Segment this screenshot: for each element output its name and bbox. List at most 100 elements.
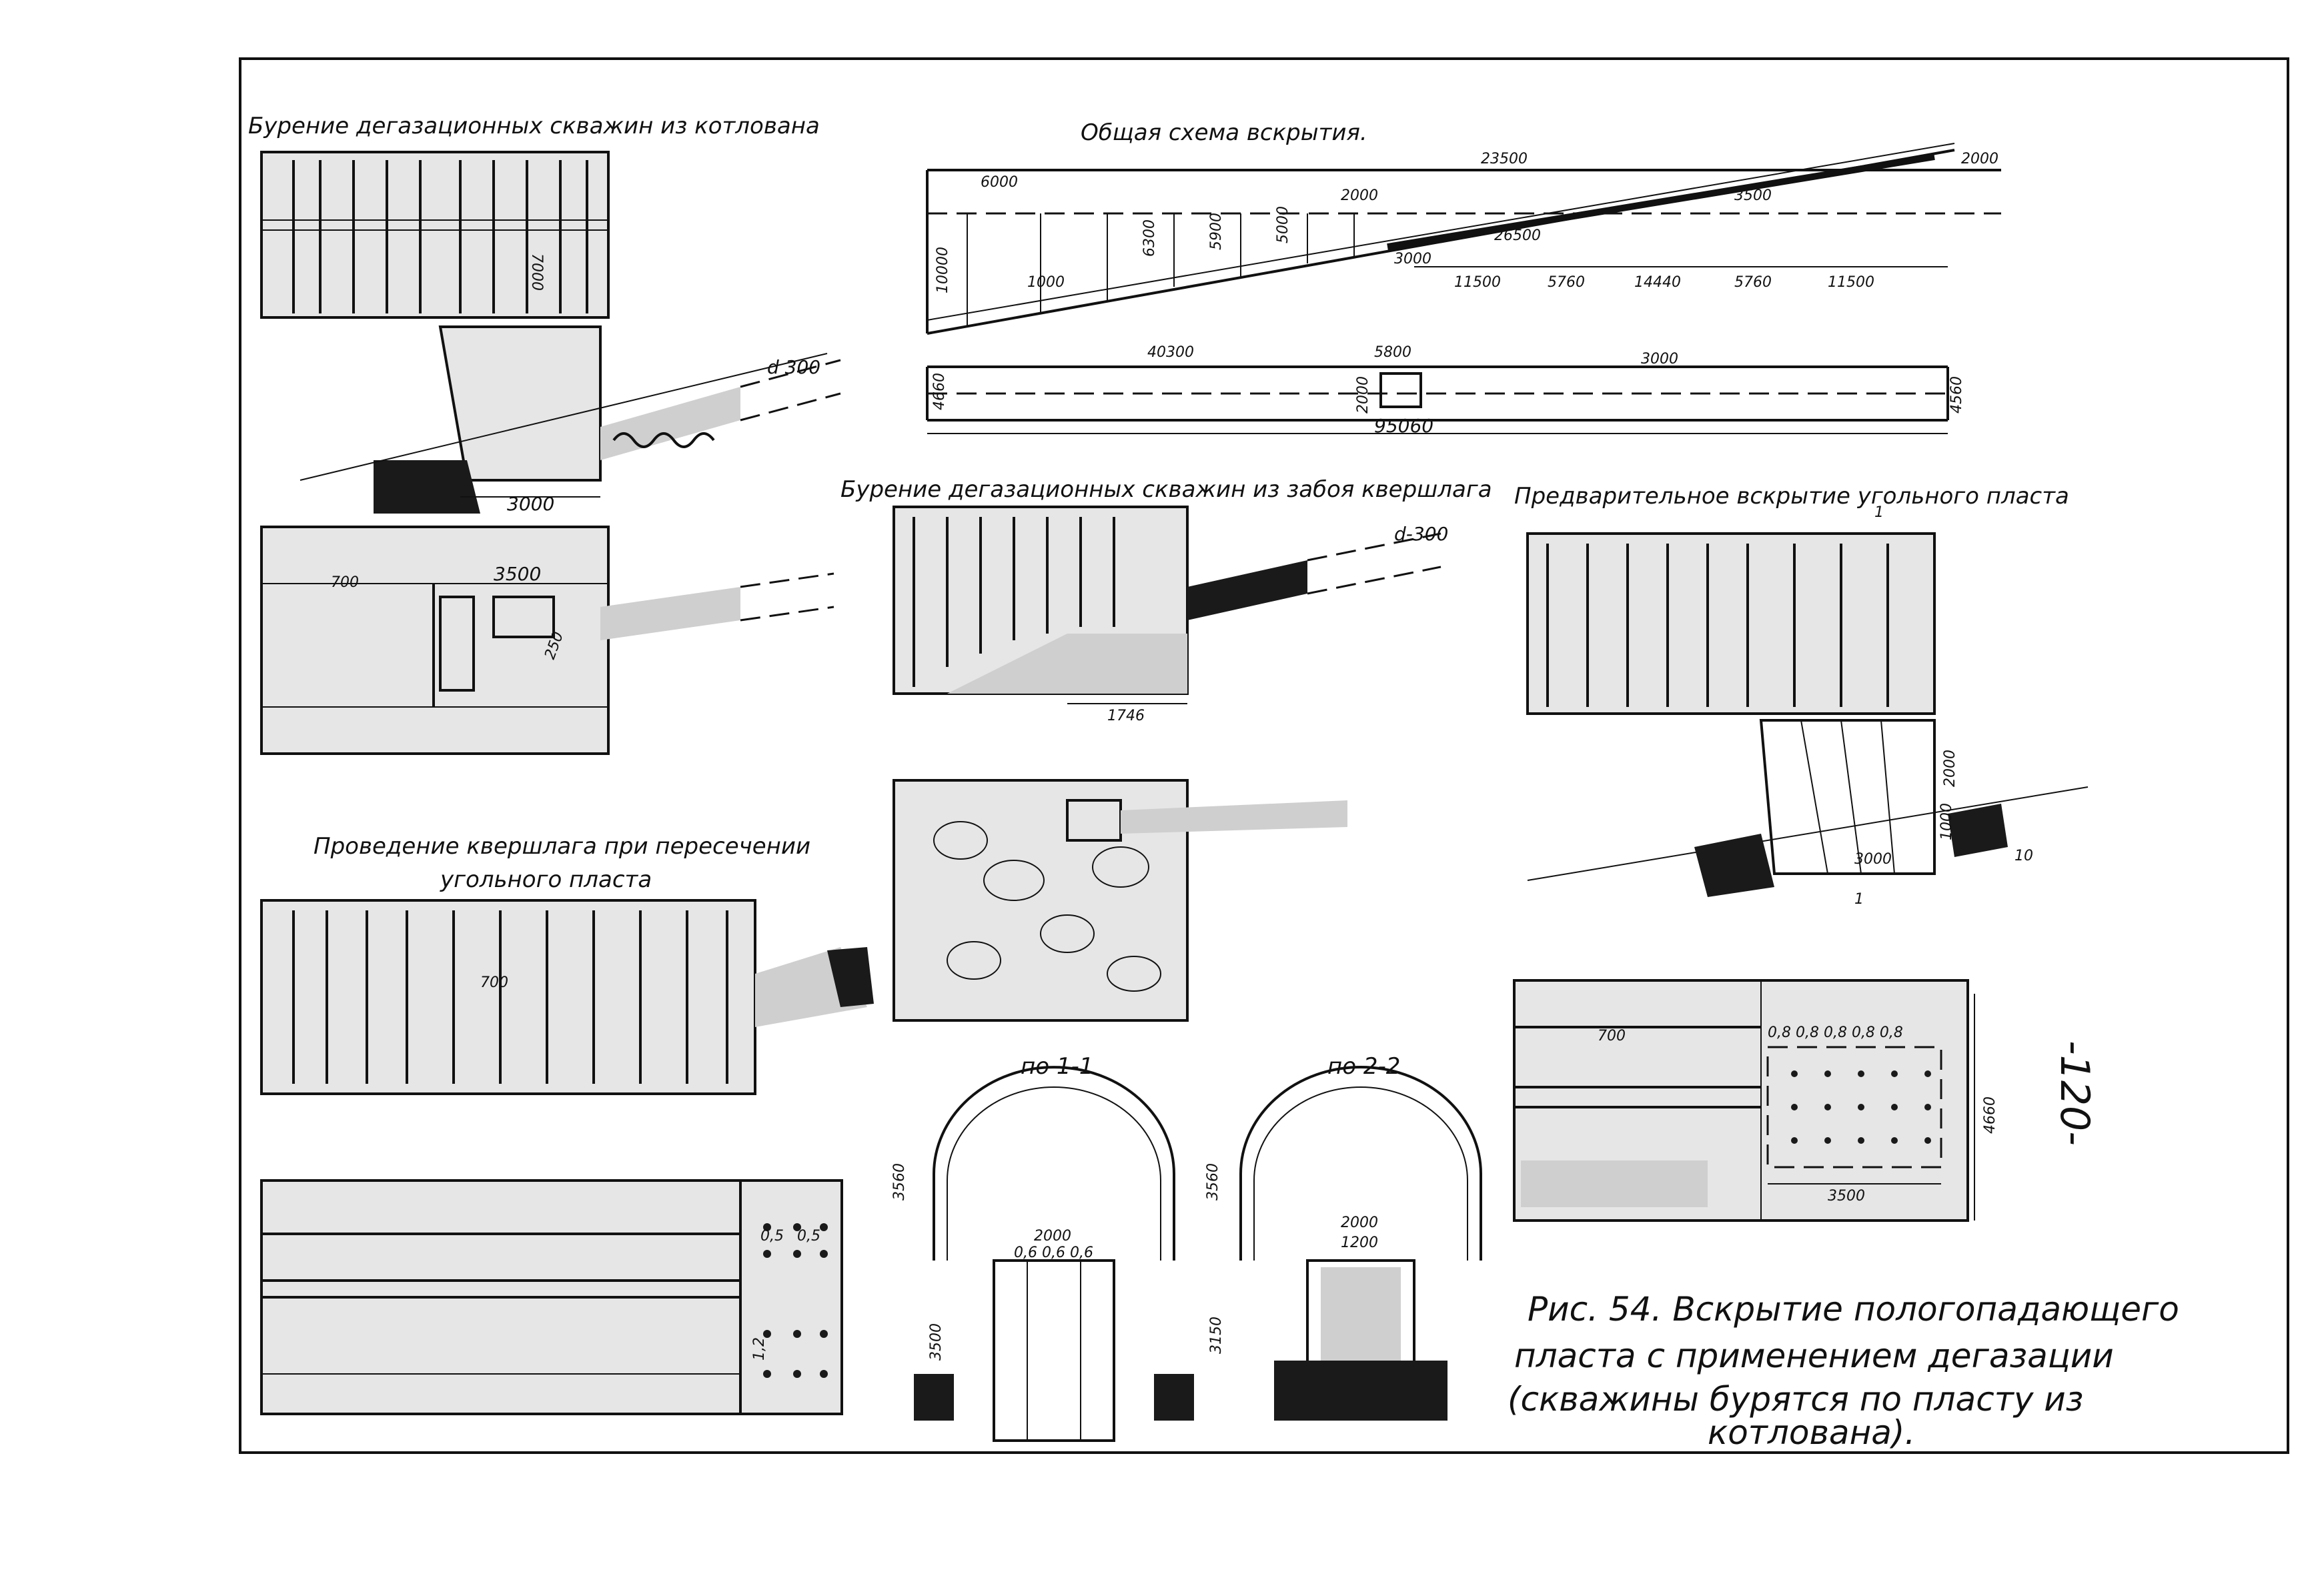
dim-gen-2000a: 2000 [1341,187,1378,204]
dim-s2-1200: 1200 [1341,1235,1378,1251]
dim-pit-d300: d 300 [767,356,820,378]
coal-seam-pit [374,460,480,514]
pit-shaft [440,327,600,480]
dim-s1-2000: 2000 [1034,1228,1071,1245]
dim-s1-small: 0,6 0,6 0,6 [1014,1245,1093,1261]
dim-gen-4660: 4660 [931,373,948,410]
dim-pit-3000: 3000 [507,493,554,515]
dim-rp-spacing: 0,8 0,8 0,8 0,8 0,8 [1768,1024,1903,1041]
dim-gen-5760a: 5760 [1548,274,1585,291]
panel-drill-grid: 0,5 0,5 1,2 [260,1179,843,1415]
dim-gen-40300: 40300 [1147,344,1194,361]
title-pit-drilling: Бурение дегазационных скважин из котлова… [248,113,820,139]
dim-rp-3500: 3500 [1828,1188,1865,1205]
mark-pre-1b: 1 [1854,891,1864,908]
dim-face-d300: d-300 [1394,523,1448,545]
title-crosscut-1: Проведение квершлага при пересечении [314,833,810,860]
preliminary-rods [1546,544,1889,707]
dim-gen-6000a: 6000 [981,174,1018,191]
title-crosscut-2: угольного пласта [440,866,652,893]
dim-gen-3000: 3000 [1394,251,1431,267]
panel-section-1: по 1-1 3560 2000 0,6 0,6 0,6 3500 [891,1053,1194,1442]
caption-line-3: (скважины бурятся по пласту из [1508,1380,2083,1419]
dim-gen-3500: 3500 [1734,187,1772,204]
dim-gen-11500a: 11500 [1454,274,1501,291]
dim-gen-3000b: 3000 [1641,351,1678,367]
dim-s1-3560: 3560 [891,1163,908,1201]
dim-gen-2000b: 2000 [1961,151,1998,167]
preliminary-shaft [1759,719,1936,875]
dim-plan-3500: 3500 [494,563,541,585]
dim-pre-2000: 2000 [1942,750,1958,787]
caption-line-4: котлована). [1708,1413,1915,1452]
panel-right-plan: 700 0,8 0,8 0,8 0,8 0,8 3500 4660 [1513,979,1998,1222]
dim-rp-700: 700 [1598,1028,1626,1044]
panel-pit-plan: 700 3500 250 [260,526,834,755]
caption-line-2: пласта с применением дегазации [1514,1337,2114,1375]
section2-seam [1274,1361,1447,1421]
title-general: Общая схема вскрытия. [1081,119,1367,146]
dim-gen-5900: 5900 [1208,213,1225,250]
dim-gen-26500: 26500 [1494,227,1541,244]
panel-pit-drilling: Бурение дегазационных скважин из котлова… [248,113,841,515]
drill-rig-plan [492,596,555,638]
panel-general-scheme: Общая схема вскрытия. 23500 3500 2000 20… [926,119,2001,437]
dim-face-1746: 1746 [1107,708,1145,724]
panel-preliminary: Предварительное вскрытие угольного пласт… [1514,483,2089,908]
section1-seam-left [914,1374,954,1421]
dim-s1-3500: 3500 [928,1323,945,1361]
dim-gen-2000c: 2000 [1355,376,1371,414]
face-rods [913,517,1115,687]
drill-grid-dots [763,1223,828,1378]
right-plan-dots [1791,1070,1931,1144]
title-preliminary: Предварительное вскрытие угольного пласт… [1514,483,2069,510]
dim-gen-5800: 5800 [1374,344,1411,361]
dim-gen-4560: 4560 [1948,376,1965,414]
borehole-plan [600,587,740,640]
dim-s2-2000: 2000 [1341,1215,1378,1231]
borehole-pit [600,387,740,460]
dim-gen-23500: 23500 [1481,151,1528,167]
dim-gen-5000: 5000 [1275,206,1291,243]
dim-grid-05b: 0,5 [797,1228,820,1245]
caption-line-1: Рис. 54. Вскрытие пологопадающего [1528,1290,2179,1329]
panel-section-2: по 2-2 3560 2000 1200 3150 [1205,1053,1482,1421]
sheet-border [239,57,2289,1454]
crosscut-rods [292,910,728,1084]
dim-pre-3000: 3000 [1854,851,1892,868]
section1-seam-right [1154,1374,1194,1421]
dim-rp-4660: 4660 [1982,1096,1998,1134]
dim-s2-3150: 3150 [1208,1317,1225,1354]
borehole-face [1187,560,1307,620]
dim-gen-1000: 1000 [1027,274,1065,291]
dim-pit-7000: 7000 [528,253,545,291]
title-face-drilling: Бурение дегазационных скважин из забоя к… [840,476,1492,503]
dim-pre-10: 10 [2014,848,2033,864]
dim-gen-14440: 14440 [1634,274,1681,291]
dim-grid-12: 1,2 [751,1337,768,1361]
dim-pre-1000: 1000 [1938,803,1955,840]
hatched-block [1521,1160,1708,1207]
dim-gen-5760b: 5760 [1734,274,1772,291]
coal-seam-preliminary [1694,834,1774,897]
panel-crosscut: Проведение квершлага при пересечении уго… [260,833,874,1095]
page-number: -120- [2051,1040,2098,1146]
dim-crosscut-700: 700 [480,974,508,991]
dim-gen-10000: 10000 [935,247,951,293]
section1-shaft [993,1259,1115,1442]
dim-plan-700: 700 [331,574,359,591]
dim-s2-3560: 3560 [1205,1163,1221,1201]
dim-gen-6300: 6300 [1141,219,1158,257]
panel-face-drilling: Бурение дегазационных скважин из забоя к… [840,476,1492,1022]
pit-drill-rods [261,160,608,313]
rock-pile-face [947,634,1187,694]
dim-gen-95060: 95060 [1374,415,1433,437]
figure-caption: Рис. 54. Вскрытие пологопадающего пласта… [1508,1290,2179,1452]
dim-grid-05a: 0,5 [760,1228,784,1245]
mark-pre-1a: 1 [1874,504,1884,521]
rock-pieces [933,821,1161,992]
general-section-lines [967,213,1355,327]
dim-gen-11500b: 11500 [1828,274,1874,291]
plan-pit-box [1379,372,1422,408]
